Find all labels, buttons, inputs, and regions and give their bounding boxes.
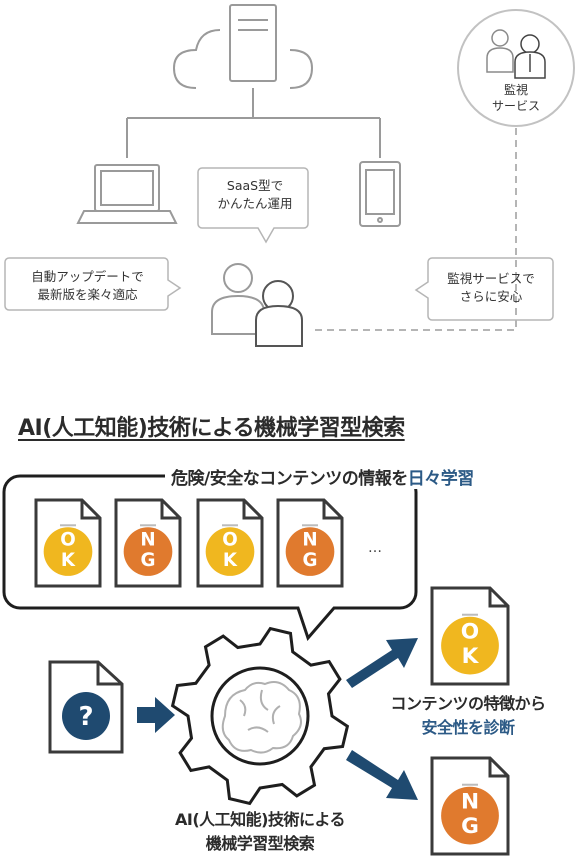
verdict-letter: O (461, 619, 479, 644)
verdict-letter: K (61, 550, 76, 571)
verdict-letter: N (140, 530, 155, 551)
result-doc-ok: OK (430, 586, 510, 686)
saas-bubble-text: SaaS型でかんたん運用 (217, 178, 293, 211)
input-document: ? (48, 660, 124, 754)
result-doc-ng: NG (430, 756, 510, 856)
learning-label: 危険/安全なコンテンツの情報を日々学習 (165, 464, 480, 489)
ng-result-arrow (346, 750, 418, 800)
verdict-badge (43, 527, 93, 576)
verdict-badge (285, 527, 335, 576)
verdict-badge (441, 786, 499, 845)
verdict-letter: N (461, 789, 479, 814)
verdict-letter: O (60, 530, 76, 551)
laptop-icon (76, 164, 178, 224)
ai-gear-icon (170, 626, 350, 806)
learning-label-highlight: 日々学習 (407, 469, 475, 489)
engine-label: AI(人工知能)技術による機械学習型検索 (175, 810, 345, 853)
learning-doc-ng: NG (114, 498, 182, 588)
tablet-icon (359, 161, 401, 227)
verdict-letter: K (223, 550, 238, 571)
svg-text:?: ? (78, 702, 93, 732)
verdict-badge (441, 616, 499, 675)
verdict-letter: G (303, 550, 318, 571)
update-bubble-text: 自動アップデートで最新版を楽々適応 (31, 269, 144, 302)
input-arrow (137, 697, 175, 733)
monitor-badge-text: 監視サービス (491, 83, 540, 113)
learning-doc-ok: OK (196, 498, 264, 588)
verdict-letter: G (461, 814, 479, 839)
section-title: AI(人工知能)技術による機械学習型検索 (18, 416, 405, 441)
learning-doc-ok: OK (34, 498, 102, 588)
tree-connector (126, 88, 381, 158)
monitor-bubble-shape (414, 257, 554, 321)
cloud-server-icon (172, 4, 314, 89)
brain-icon (221, 681, 302, 754)
verdict-letter: G (141, 550, 156, 571)
monitor-staff-icon (486, 29, 546, 79)
verdict-letter: O (222, 530, 238, 551)
monitor-bubble-text: 監視サービスでさらに安心 (447, 271, 535, 304)
diagnosis-label: コンテンツの特徴から 安全性を診断 (368, 692, 568, 740)
update-bubble-shape (4, 257, 182, 311)
saas-bubble-shape (197, 167, 309, 244)
verdict-badge (123, 527, 173, 576)
diagnosis-line-2: 安全性を診断 (421, 718, 515, 737)
learning-label-prefix: 危険/安全なコンテンツの情報を (171, 469, 408, 489)
ok-result-arrow (346, 638, 418, 688)
users-icon (211, 263, 303, 347)
learning-doc-ng: NG (276, 498, 344, 588)
ellipsis-mark: … (368, 540, 382, 556)
verdict-badge (205, 527, 255, 576)
verdict-letter: K (462, 644, 480, 669)
verdict-letter: N (302, 530, 317, 551)
monitor-dashed-link (312, 128, 517, 331)
diagnosis-line-1: コンテンツの特徴から (390, 694, 546, 713)
